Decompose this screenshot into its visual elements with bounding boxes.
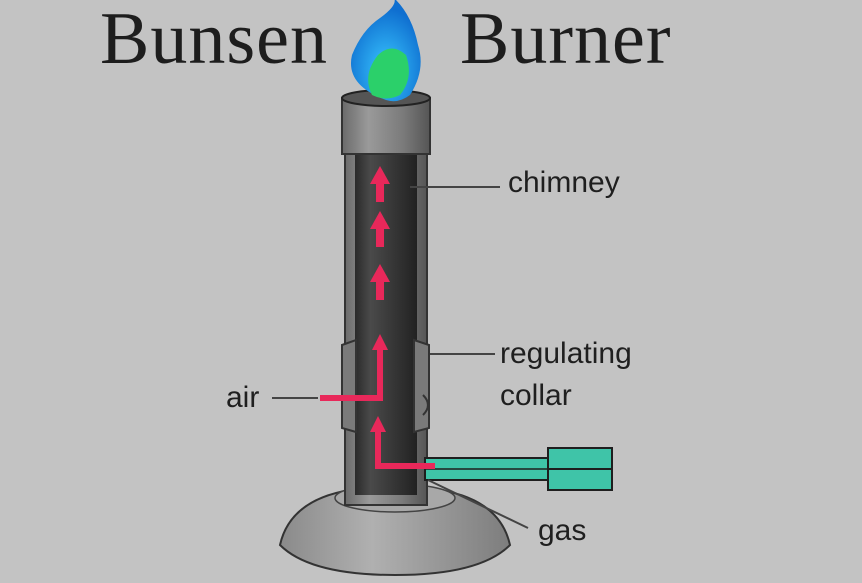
flame (351, 0, 421, 102)
label-gas: gas (538, 514, 587, 547)
title-word-bunsen: Bunsen (100, 0, 328, 80)
chimney-tube (341, 89, 431, 506)
title-word-burner: Burner (460, 0, 672, 80)
gas-leader (427, 479, 529, 529)
air-flow-arrows (320, 166, 435, 469)
label-air: air (226, 381, 260, 414)
label-regulating: regulating (500, 337, 632, 370)
gas-pipe (424, 447, 613, 491)
leader-lines (272, 186, 529, 529)
regulating-collar (341, 338, 430, 434)
label-chimney: chimney (508, 166, 620, 199)
label-collar: collar (500, 379, 572, 412)
